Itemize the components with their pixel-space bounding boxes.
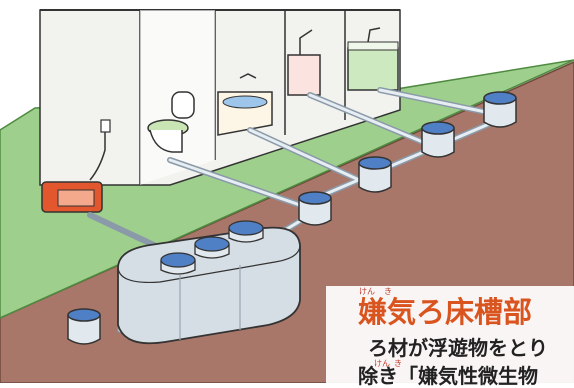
- laundry-sink-icon: [287, 29, 321, 96]
- caption-line-2: 除き「嫌気性微生物: [358, 364, 538, 388]
- caption-line-1: ろ材が浮遊物をとり: [368, 336, 548, 360]
- caption-panel: けん き 嫌気ろ床槽部 ろ材が浮遊物をとり けん き 除き「嫌気性微生物: [326, 286, 574, 388]
- septic-tank-icon: [117, 220, 301, 345]
- bathtub-icon: [217, 73, 273, 136]
- line2-ruby-1: けん: [374, 359, 390, 368]
- manhole-icon: [67, 91, 517, 345]
- toilet-icon: [147, 91, 195, 153]
- blower-icon: [41, 119, 111, 213]
- kitchen-sink-icon: [347, 27, 399, 91]
- title-ruby-1: けん: [359, 287, 375, 296]
- line2-ruby-2: き: [394, 359, 402, 368]
- caption-title: 嫌気ろ床槽部: [358, 295, 533, 329]
- title-ruby-2: き: [384, 287, 392, 296]
